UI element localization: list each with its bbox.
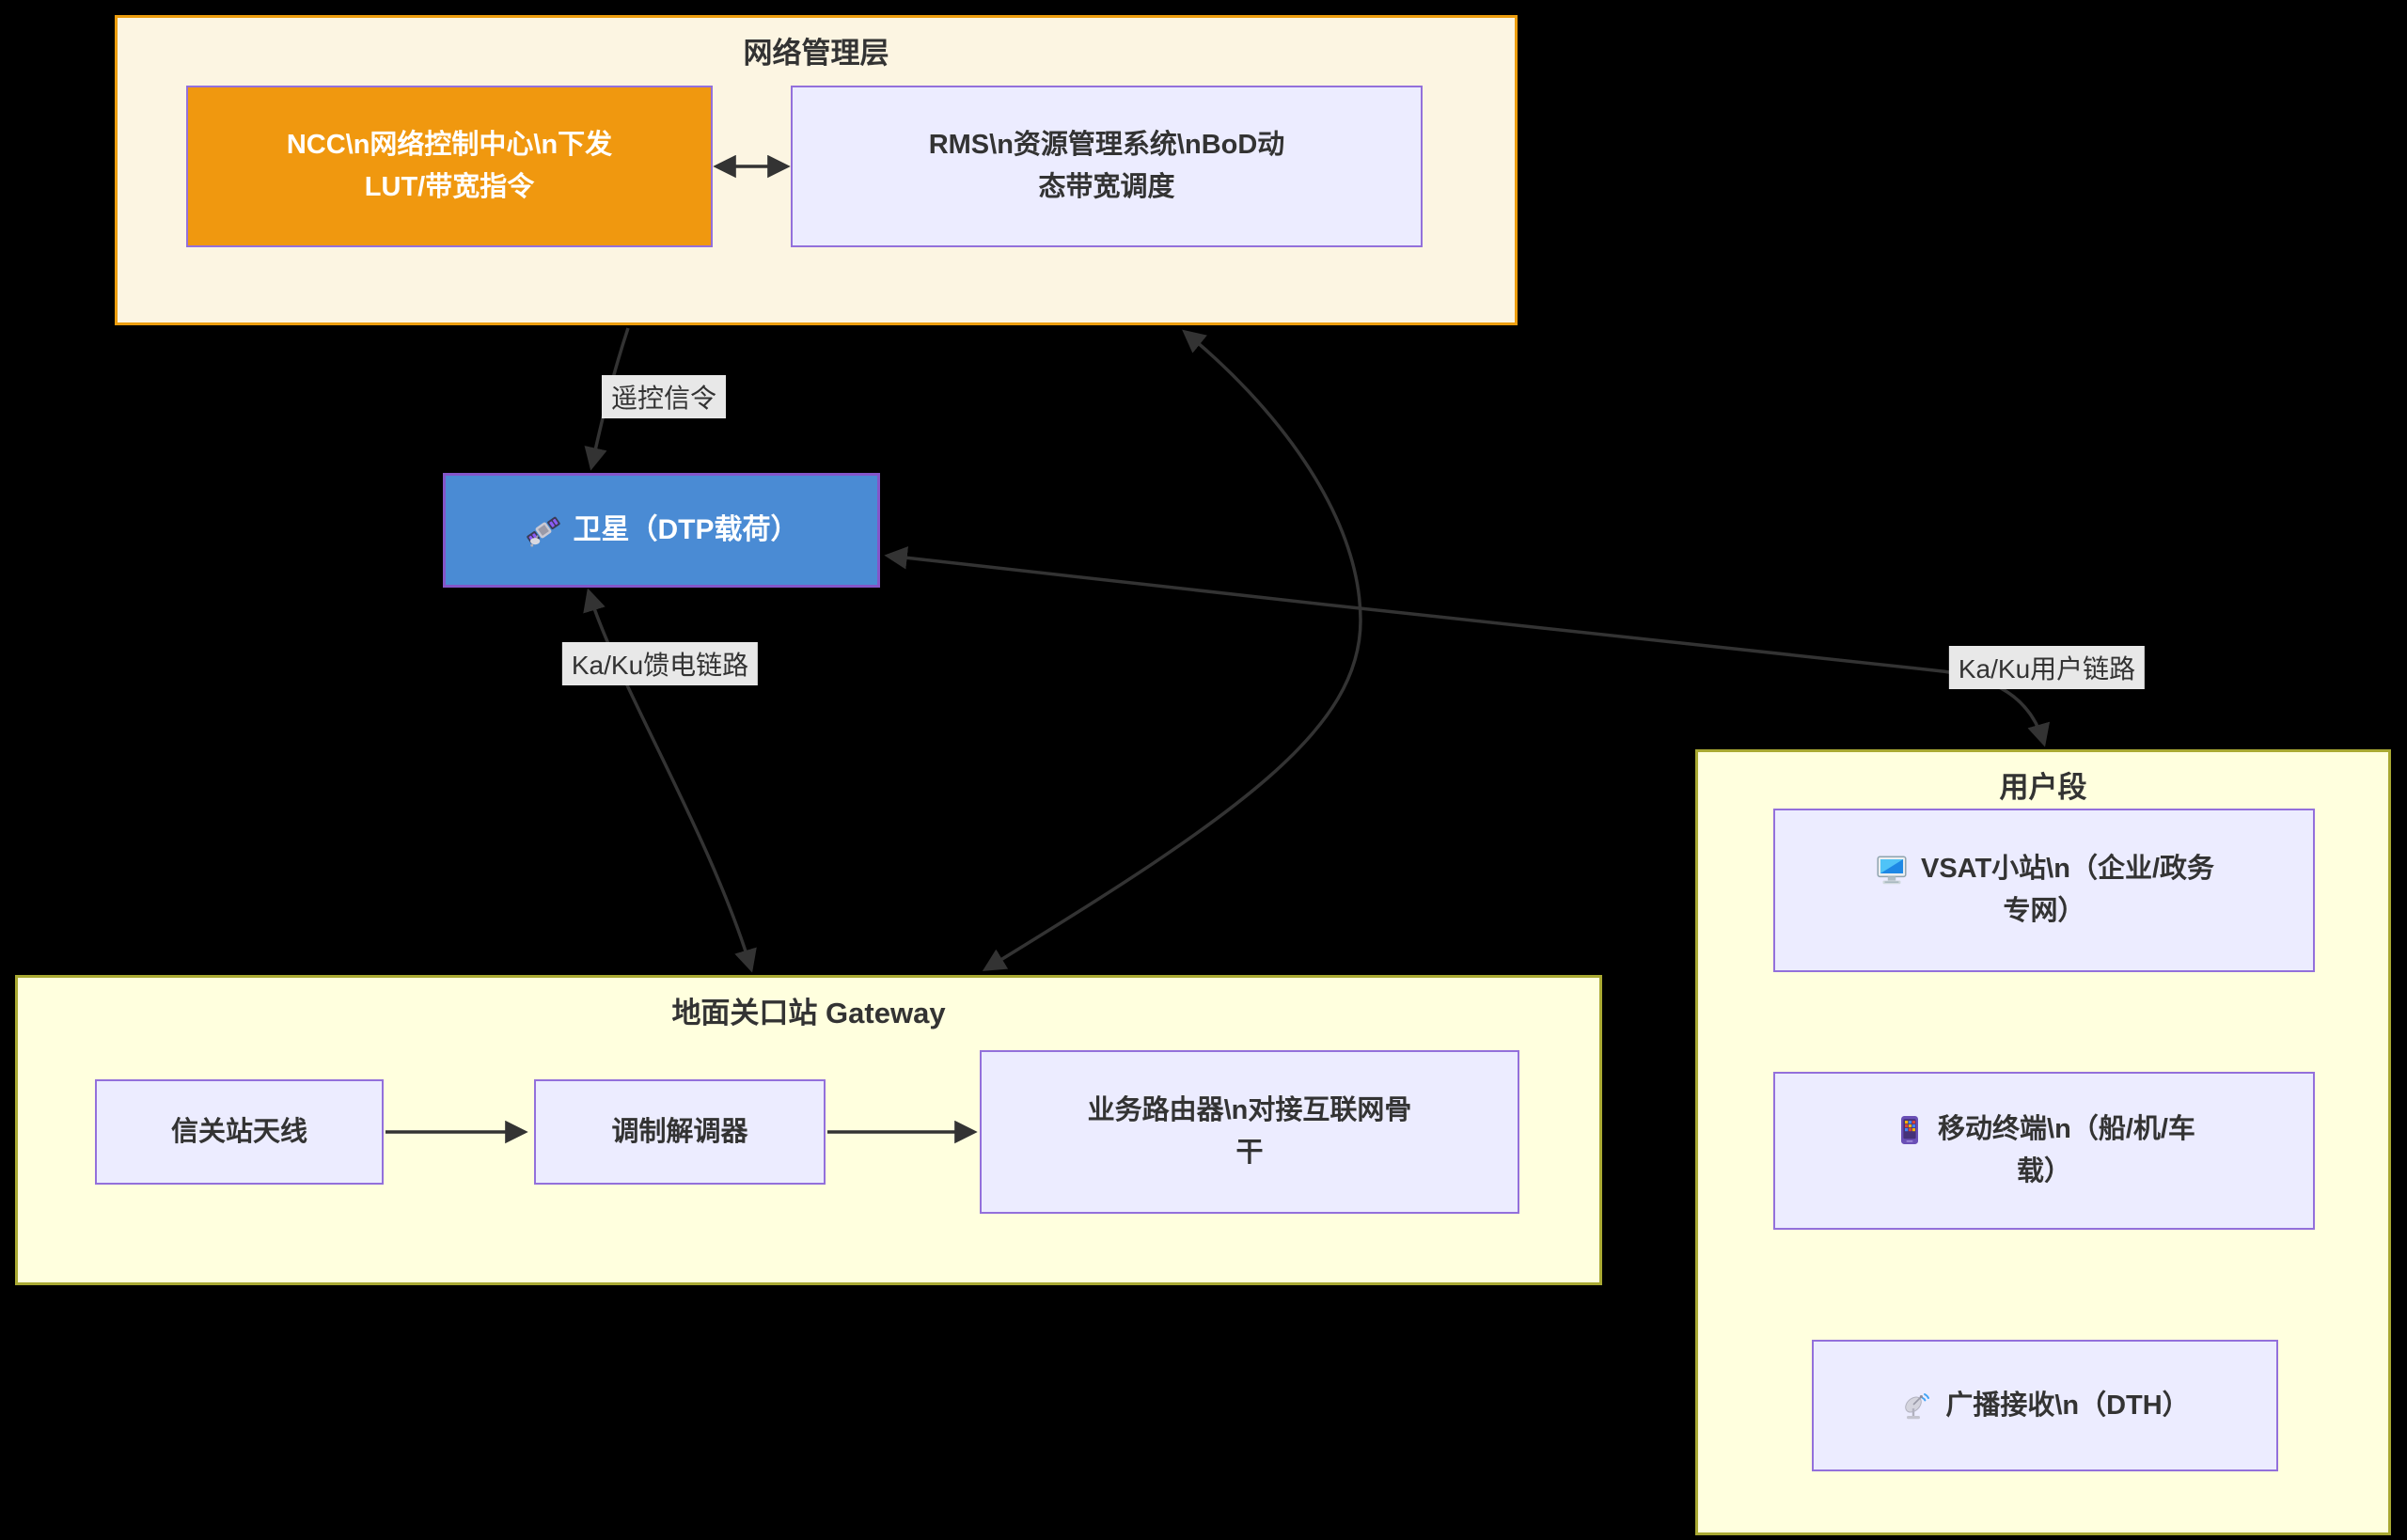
node-modem-label: 调制解调器 bbox=[611, 1116, 748, 1147]
node-broadcast-receive: 广播接收\n（DTH） bbox=[1812, 1340, 2278, 1471]
edge-feeder-link bbox=[583, 588, 757, 973]
node-gateway-antenna: 信关站天线 bbox=[95, 1079, 384, 1185]
node-service-router-line1: 业务路由器\n对接互联网骨 bbox=[1087, 1095, 1412, 1126]
node-rms-line2: 态带宽调度 bbox=[1038, 172, 1175, 202]
satellite-icon bbox=[525, 511, 562, 549]
node-satellite: 卫星（DTP载荷） bbox=[443, 473, 880, 588]
edge-label-telemetry: 遥控信令 bbox=[601, 375, 727, 418]
node-satellite-label: 卫星（DTP载荷） bbox=[573, 513, 799, 545]
edge-user-link bbox=[884, 546, 2051, 747]
edge-gateway-nms bbox=[982, 329, 1362, 971]
cluster-user-segment-title: 用户段 bbox=[1999, 771, 2087, 804]
node-ncc-line2: LUT/带宽指令 bbox=[364, 172, 535, 202]
node-rms-line1: RMS\n资源管理系统\nBoD动 bbox=[928, 130, 1285, 161]
node-mobile-terminal-line2: 载） bbox=[2016, 1156, 2071, 1186]
node-vsat-line2: 专网） bbox=[2003, 896, 2085, 926]
node-vsat-line1: VSAT小站\n（企业/政务 bbox=[1920, 854, 2215, 885]
edge-label-feeder-link: Ka/Ku馈电链路 bbox=[561, 642, 759, 685]
node-mobile-terminal: 移动终端\n（船/机/车 载） bbox=[1773, 1072, 2315, 1230]
node-ncc: NCC\n网络控制中心\n下发 LUT/带宽指令 bbox=[186, 86, 713, 247]
node-modem: 调制解调器 bbox=[534, 1079, 826, 1185]
desktop-computer-icon bbox=[1874, 852, 1910, 888]
edge-label-user-link: Ka/Ku用户链路 bbox=[1948, 646, 2146, 689]
node-service-router-line2: 干 bbox=[1235, 1138, 1264, 1168]
satellite-antenna-icon bbox=[1900, 1389, 1934, 1422]
cluster-network-management-title: 网络管理层 bbox=[743, 37, 889, 70]
node-broadcast-receive-label: 广播接收\n（DTH） bbox=[1945, 1390, 2190, 1421]
node-service-router: 业务路由器\n对接互联网骨 干 bbox=[980, 1050, 1519, 1214]
mobile-phone-icon bbox=[1893, 1113, 1927, 1147]
cluster-gateway-title: 地面关口站 Gateway bbox=[671, 997, 946, 1029]
node-rms: RMS\n资源管理系统\nBoD动 态带宽调度 bbox=[791, 86, 1423, 247]
node-vsat: VSAT小站\n（企业/政务 专网） bbox=[1773, 809, 2315, 972]
node-ncc-line1: NCC\n网络控制中心\n下发 bbox=[286, 130, 613, 161]
node-gateway-antenna-label: 信关站天线 bbox=[170, 1116, 307, 1147]
node-mobile-terminal-line1: 移动终端\n（船/机/车 bbox=[1938, 1114, 2195, 1145]
